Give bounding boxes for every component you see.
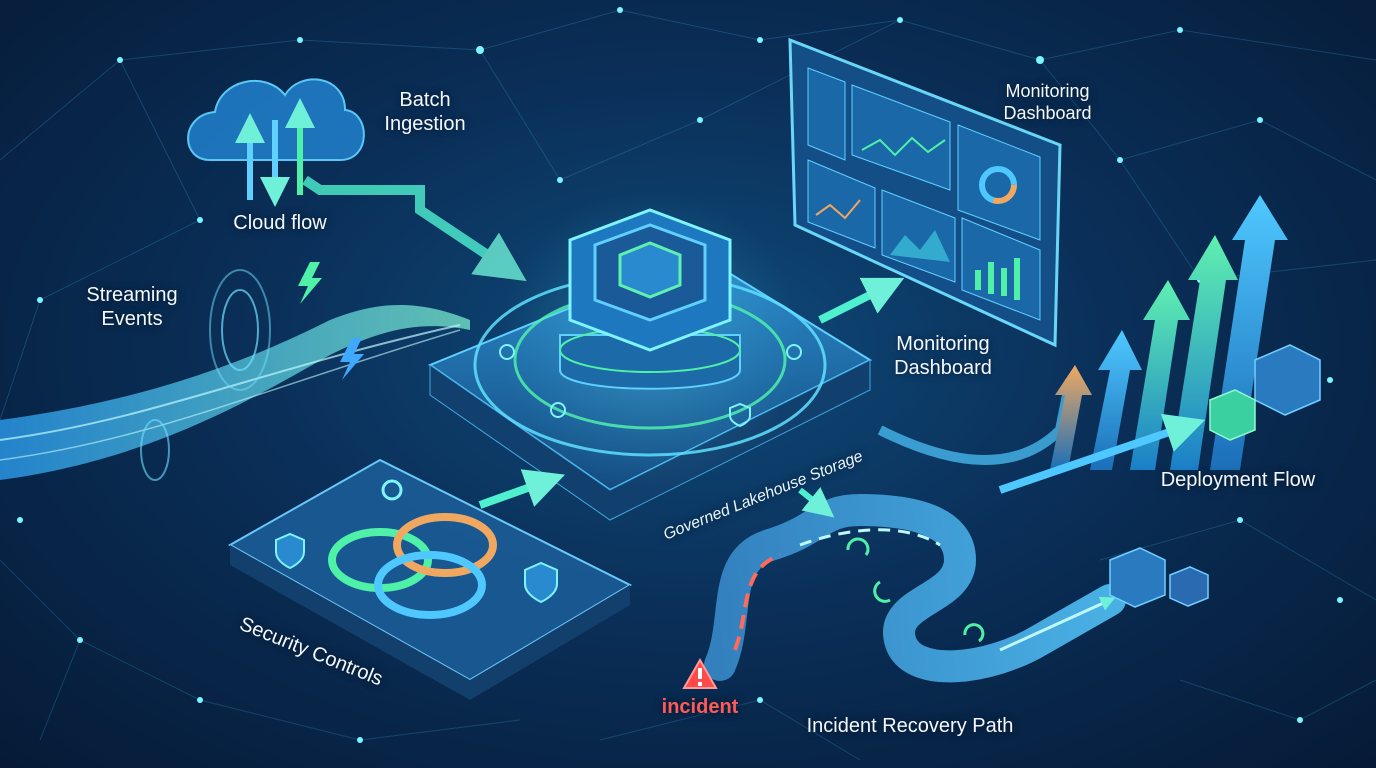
incident-label: incident	[661, 696, 739, 718]
cube-icon	[1109, 547, 1209, 608]
gear-icon	[381, 479, 403, 501]
lightning-icon	[298, 262, 322, 304]
streaming-events-beam	[0, 269, 470, 481]
network-nodes	[17, 7, 1343, 743]
incident-recovery-path	[704, 487, 1126, 683]
streaming-events-line1: Streaming	[86, 284, 178, 306]
monitoring-dashboard-mid-line1: Monitoring	[896, 333, 990, 355]
batch-ingestion-line1: Batch	[399, 89, 451, 111]
streaming-events-label: Streaming Events	[64, 283, 200, 331]
cloud-flow-label: Cloud flow	[233, 212, 327, 234]
shield-check-icon	[729, 402, 751, 428]
refresh-icon	[846, 537, 985, 643]
security-to-platform-arrow	[478, 469, 566, 509]
monitoring-dashboard-mid-label: Monitoring Dashboard	[878, 332, 1008, 380]
monitoring-dashboard-top-label: Monitoring Dashboard	[985, 80, 1110, 124]
incident-recovery-path-label: Incident Recovery Path	[806, 715, 1014, 737]
monitoring-dashboard-mid-line2: Dashboard	[894, 357, 992, 379]
batch-ingestion-line2: Ingestion	[384, 113, 466, 135]
deployment-flow-label: Deployment Flow	[1160, 469, 1316, 491]
batch-ingestion-label: Batch Ingestion	[360, 88, 490, 136]
monitoring-dashboard-top-line2: Dashboard	[1003, 103, 1092, 123]
cloud-icon	[187, 78, 365, 207]
monitoring-dashboard-top-line1: Monitoring	[1005, 81, 1090, 101]
security-controls-plate	[227, 458, 633, 700]
shield-check-icon	[275, 532, 558, 604]
cube-icon	[1209, 344, 1321, 441]
warning-icon	[682, 657, 718, 689]
platform-to-dashboard-arrow	[818, 277, 905, 324]
lightning-icon	[340, 338, 364, 380]
storage-stack	[559, 208, 741, 390]
monitoring-dashboard-panel	[788, 37, 1062, 348]
streaming-events-line2: Events	[101, 308, 163, 330]
gear-icon	[499, 344, 802, 418]
batch-ingestion-arrow	[302, 175, 527, 282]
